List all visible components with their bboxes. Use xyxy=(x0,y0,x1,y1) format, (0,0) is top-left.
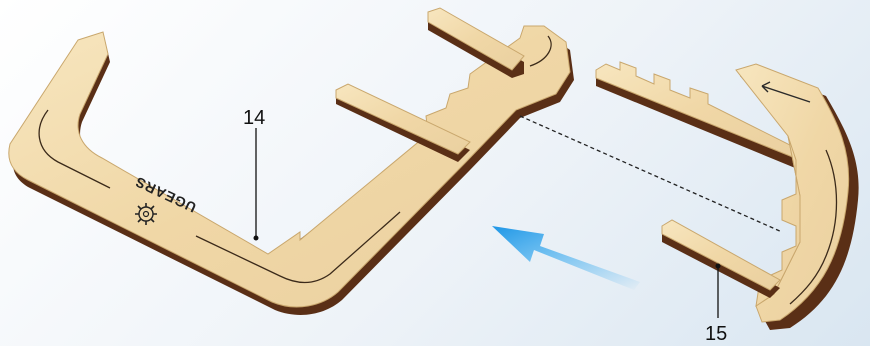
part-15-bottom-arm-face xyxy=(662,220,780,290)
label-14: 14 xyxy=(243,107,265,129)
label-14-dot xyxy=(254,236,259,241)
label-15-dot xyxy=(716,264,721,269)
part-14-arm-top-face xyxy=(428,8,524,70)
assembly-direction-arrow xyxy=(492,226,640,290)
part-15 xyxy=(596,62,859,330)
part-14: UGEARS xyxy=(9,8,574,315)
part-14-face xyxy=(9,26,570,307)
label-15: 15 xyxy=(705,323,727,345)
